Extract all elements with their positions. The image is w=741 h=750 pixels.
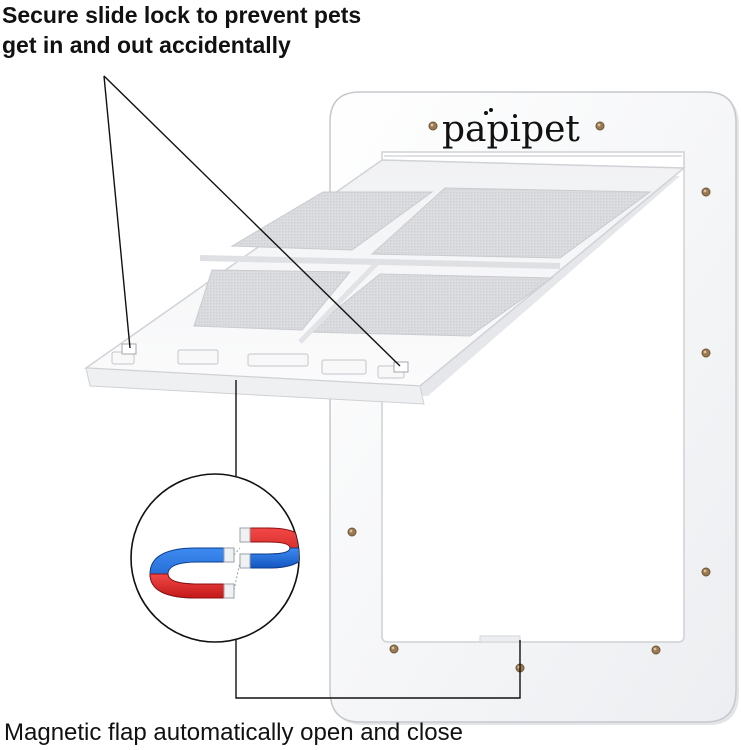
brand-logo-text: papipet [442,109,580,150]
door-flap [83,159,687,405]
slide-lock-callout-lines [103,75,401,367]
top-callout: Secure slide lock to prevent pets get in… [2,0,422,60]
screw-icon [347,121,711,673]
top-callout-line1: Secure slide lock to prevent pets [2,2,362,28]
top-callout-line2: get in and out accidentally [2,32,291,58]
magnet-inset [130,473,300,643]
magnet-icon [149,527,299,599]
brand-logo: papipet [442,108,580,150]
magnet-callout-lines [235,380,521,699]
bottom-callout: Magnetic flap automatically open and clo… [4,719,463,746]
flap-mesh-windows [193,187,652,337]
